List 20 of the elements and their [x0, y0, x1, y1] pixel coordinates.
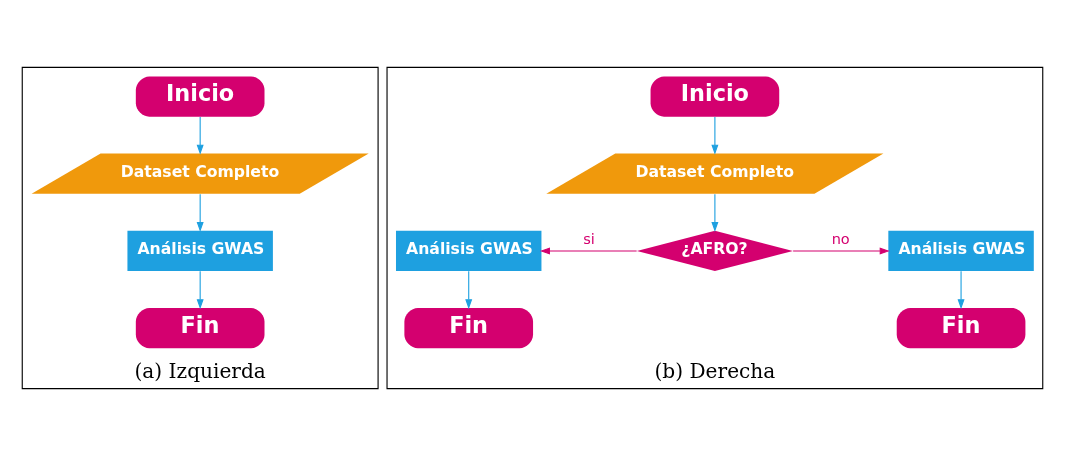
node-box: Análisis GWAS: [127, 230, 273, 271]
node-box: Fin: [896, 307, 1026, 348]
node-box: Análisis GWAS: [888, 230, 1034, 271]
node-box: Fin: [135, 307, 265, 348]
arrow: [196, 270, 204, 309]
node-box: Fin: [404, 307, 534, 348]
node-diamond: ¿AFRO?: [636, 230, 793, 271]
edge-label: si: [583, 230, 595, 247]
arrow: [465, 270, 473, 309]
arrow: [711, 193, 719, 232]
arrow: [792, 246, 890, 254]
edge-label: no: [831, 230, 850, 247]
node-box: Inicio: [650, 75, 780, 117]
node-box: Análisis GWAS: [396, 230, 542, 271]
arrow: [196, 193, 204, 232]
arrow: [539, 246, 638, 254]
arrow: [196, 115, 204, 155]
node-box: Inicio: [135, 75, 265, 117]
arrow: [711, 115, 719, 155]
arrow: [957, 270, 965, 309]
